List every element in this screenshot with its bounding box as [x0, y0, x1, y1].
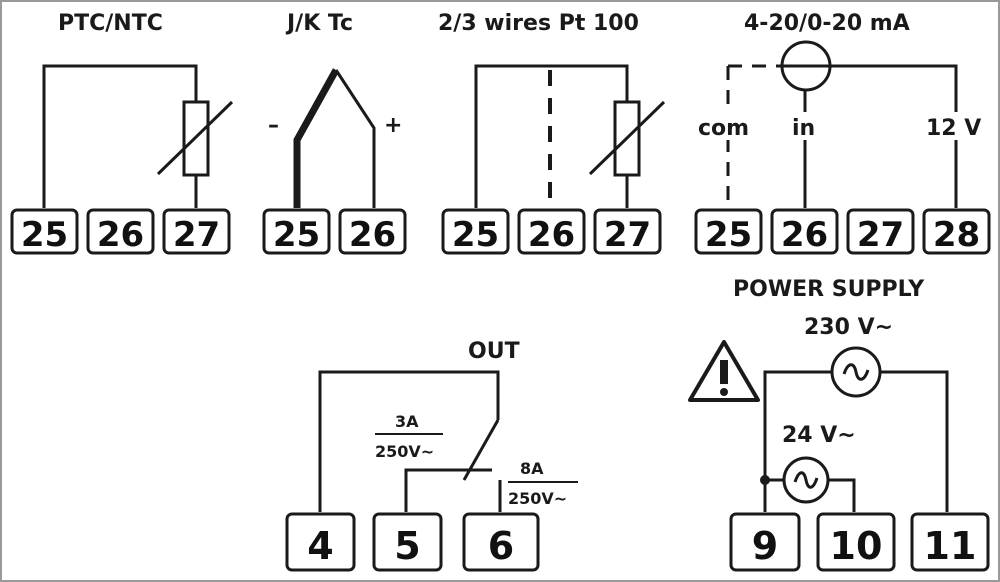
terminal-label: 27 [173, 215, 220, 255]
current-12v-wire [830, 64, 958, 208]
terminal-label: 25 [273, 215, 320, 255]
terminal-box [10, 208, 79, 255]
terminal-box [593, 208, 662, 255]
power-24v-label: 24 V~ [782, 423, 856, 448]
terminal-box [816, 512, 896, 572]
current-loop-section: 4-20/0-20 mA com in 12 V 25 26 27 28 [694, 11, 992, 255]
terminal-block: 25 26 27 28 [694, 208, 991, 255]
out-title: OUT [468, 339, 520, 364]
terminal-box [262, 208, 331, 255]
current-12v-label: 12 V [926, 116, 981, 141]
terminal-label: 6 [488, 524, 514, 568]
pt100-title: 2/3 wires Pt 100 [438, 11, 639, 36]
thermocouple-section: J/K Tc – + 25 26 [262, 11, 407, 255]
terminal-box [922, 208, 991, 255]
terminal-box [372, 512, 443, 572]
terminal-box [694, 208, 763, 255]
power-230v-wire-right [880, 370, 949, 512]
pt100-section: 2/3 wires Pt 100 25 26 27 [438, 11, 666, 255]
power-supply-title: POWER SUPPLY [733, 277, 925, 302]
thermocouple-plus-leg [334, 69, 376, 208]
terminal-label: 25 [452, 215, 499, 255]
terminal-label: 10 [830, 524, 883, 568]
thermocouple-title: J/K Tc [285, 11, 353, 36]
terminal-box [517, 208, 586, 255]
terminal-box [462, 512, 540, 572]
nc-rating-voltage: 250V~ [375, 442, 434, 461]
terminal-block: 25 26 [262, 208, 407, 255]
terminal-box [846, 208, 915, 255]
terminal-label: 27 [857, 215, 904, 255]
terminal-label: 28 [933, 215, 980, 255]
terminal-label: 26 [349, 215, 396, 255]
nc-rating-current: 3A [395, 412, 419, 431]
terminal-label: 27 [604, 215, 651, 255]
terminal-box [729, 512, 801, 572]
pt100-wire [474, 64, 629, 208]
current-source-icon [780, 40, 832, 92]
terminal-box [285, 512, 356, 572]
terminal-label: 5 [394, 524, 420, 568]
power-24v-wire-right [828, 478, 856, 512]
terminal-label: 25 [705, 215, 752, 255]
ac-source-icon [830, 346, 882, 398]
in-label-bg [788, 112, 824, 140]
terminal-label: 4 [307, 524, 333, 568]
relay-output-section: OUT 3A 250V~ 8A 250V~ 4 5 6 [285, 339, 578, 572]
no-rating-voltage: 250V~ [508, 489, 567, 508]
terminal-label: 11 [924, 524, 977, 568]
ptc-wire [42, 64, 198, 208]
relay-switch-icon [462, 419, 500, 481]
terminal-block: 25 26 27 [10, 208, 231, 255]
relay-common-wire [318, 370, 500, 512]
terminal-label: 26 [781, 215, 828, 255]
terminal-box [770, 208, 839, 255]
power-230v-wire-left [763, 370, 832, 512]
ptc-ntc-section: PTC/NTC 25 26 27 [10, 11, 234, 255]
warning-icon [688, 340, 760, 402]
terminal-box [910, 512, 990, 572]
thermocouple-minus-label: – [268, 113, 279, 138]
terminal-label: 25 [21, 215, 68, 255]
terminal-box [338, 208, 407, 255]
current-com-label: com [698, 116, 749, 141]
no-rating-current: 8A [520, 459, 544, 478]
terminal-box [441, 208, 510, 255]
thermocouple-minus-leg [293, 68, 340, 208]
resistor-icon [588, 100, 666, 177]
thermocouple-plus-label: + [384, 113, 402, 138]
ac-source-icon [782, 456, 830, 504]
power-junction-dot [760, 475, 770, 485]
relay-nc-wire [404, 468, 492, 512]
terminal-label: 26 [528, 215, 575, 255]
terminal-box [86, 208, 155, 255]
power-supply-section: POWER SUPPLY 230 V~ 24 V~ 9 10 11 [688, 277, 990, 572]
terminal-box [162, 208, 231, 255]
terminal-block: 4 5 6 [285, 512, 540, 572]
power-230v-label: 230 V~ [804, 315, 893, 340]
terminal-block: 25 26 27 [441, 208, 662, 255]
v12-label-bg [924, 112, 992, 140]
current-in-label: in [792, 116, 815, 141]
resistor-icon [156, 100, 234, 177]
ptc-ntc-title: PTC/NTC [58, 11, 163, 36]
terminal-block: 9 10 11 [729, 512, 990, 572]
current-loop-title: 4-20/0-20 mA [744, 11, 910, 36]
terminal-label: 9 [752, 524, 778, 568]
com-label-bg [696, 112, 766, 140]
terminal-label: 26 [97, 215, 144, 255]
